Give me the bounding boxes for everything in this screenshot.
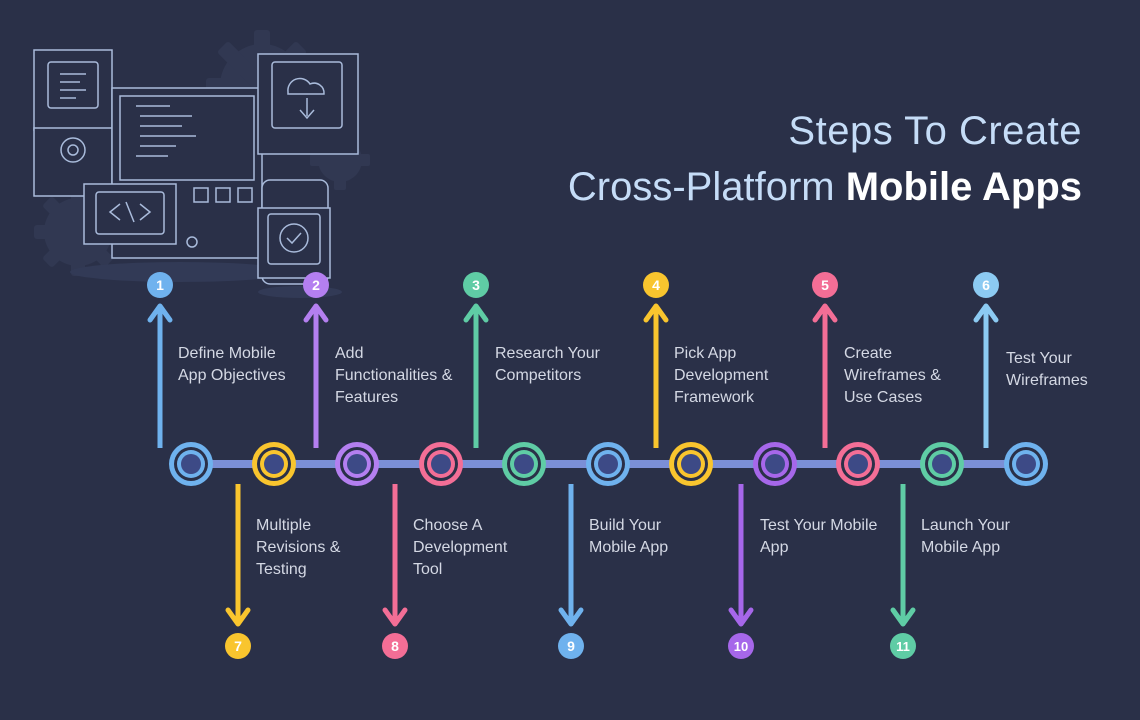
timeline-node-core: [765, 454, 785, 474]
timeline-node-core: [181, 454, 201, 474]
arrow-up-head: [147, 303, 173, 323]
step-number-badge: [973, 272, 999, 298]
arrow-up-head: [973, 303, 999, 323]
title-bold: Mobile Apps: [845, 165, 1082, 209]
timeline-node-core: [514, 454, 534, 474]
step-number: 7: [234, 638, 242, 654]
step-label: Pick App Development Framework: [674, 345, 769, 406]
arrow-down-head: [890, 607, 916, 627]
step-label: Create Wireframes & Use Cases: [844, 345, 941, 406]
step-label: Test Your Mobile App: [760, 517, 878, 556]
timeline-node-core: [1016, 454, 1036, 474]
step-number: 4: [652, 277, 660, 293]
step-number-badge: [463, 272, 489, 298]
timeline-node-core: [264, 454, 284, 474]
arrow-up-head: [463, 303, 489, 323]
timeline-node-core: [598, 454, 618, 474]
arrow-down-head: [382, 607, 408, 627]
step-label: Choose A Development Tool: [413, 517, 508, 578]
step-label: Research Your Competitors: [495, 345, 600, 384]
arrow-down-head: [728, 607, 754, 627]
step-label: Multiple Revisions & Testing: [256, 517, 341, 578]
step-number-badge: [890, 633, 916, 659]
step-number-badge: [303, 272, 329, 298]
timeline-node-core: [932, 454, 952, 474]
timeline-node-core: [848, 454, 868, 474]
step-number: 1: [156, 277, 164, 293]
title-line-2: Cross-Platform Mobile Apps: [568, 158, 1082, 216]
title-regular: Cross-Platform: [567, 165, 846, 209]
step-number: 11: [896, 639, 910, 654]
step-number-badge: [728, 633, 754, 659]
step-number: 6: [982, 277, 990, 293]
step-number: 9: [567, 638, 575, 654]
step-label: Launch Your Mobile App: [921, 517, 1010, 556]
step-number-badge: [382, 633, 408, 659]
step-number-badge: [147, 272, 173, 298]
step-number: 10: [734, 639, 748, 654]
timeline-node-core: [431, 454, 451, 474]
title-line-1: Steps To Create: [788, 109, 1082, 153]
step-number: 8: [391, 638, 399, 654]
step-label: Add Functionalities & Features: [335, 345, 453, 406]
step-number-badge: [225, 633, 251, 659]
step-number-badge: [812, 272, 838, 298]
arrow-up-head: [303, 303, 329, 323]
step-number-badge: [558, 633, 584, 659]
arrow-down-head: [225, 607, 251, 627]
step-number-badge: [643, 272, 669, 298]
title-block: Steps To Create Cross-Platform Mobile Ap…: [568, 104, 1082, 216]
step-number: 2: [312, 277, 320, 293]
arrow-down-head: [558, 607, 584, 627]
step-label: Define Mobile App Objectives: [178, 345, 286, 384]
timeline-node-core: [347, 454, 367, 474]
step-label: Test Your Wireframes: [1006, 350, 1088, 389]
step-label: Build Your Mobile App: [589, 517, 669, 556]
step-number: 5: [821, 277, 829, 293]
arrow-up-head: [812, 303, 838, 323]
timeline-node-core: [681, 454, 701, 474]
step-number: 3: [472, 277, 480, 293]
devices-illustration: [33, 30, 370, 298]
arrow-up-head: [643, 303, 669, 323]
